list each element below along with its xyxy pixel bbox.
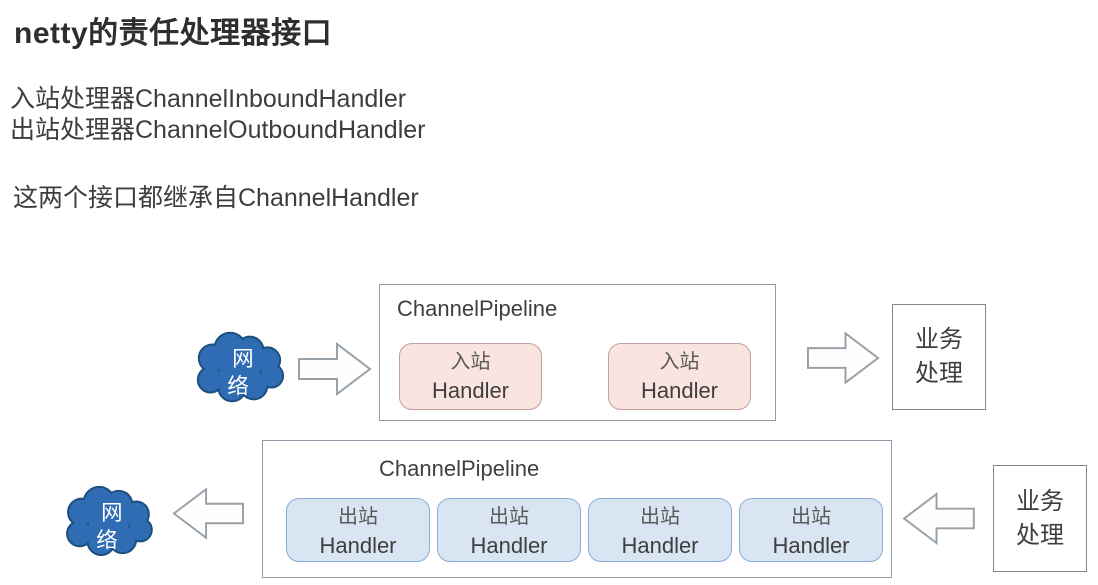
inbound-channel-pipeline-box: ChannelPipeline 入站 Handler 入站 Handler (379, 284, 776, 421)
pipeline-label: ChannelPipeline (379, 456, 540, 481)
outbound-handler-box: 出站 Handler (437, 498, 581, 562)
outbound-handler-box: 出站 Handler (286, 498, 430, 562)
pipeline-label: ChannelPipeline (397, 296, 558, 321)
cloud-label-line1: 网 (101, 501, 122, 525)
outbound-channel-pipeline-box: ChannelPipeline 出站 Handler 出站 Handler 出站… (262, 440, 892, 578)
handler-label-en: Handler (470, 533, 548, 558)
cloud-label-line1: 网 (232, 346, 254, 371)
business-logic-box: 业务 处理 (993, 465, 1087, 572)
handler-label-zh: 入站 (659, 351, 700, 373)
left-arrow-icon (902, 491, 975, 546)
business-label-line1: 业务 (1016, 487, 1064, 515)
handler-notes: 入站处理器ChannelInboundHandler 出站处理器ChannelO… (10, 84, 426, 146)
inbound-handler-box: 入站 Handler (608, 343, 751, 410)
note-inherit: 这两个接口都继承自ChannelHandler (13, 184, 419, 212)
handler-label-en: Handler (772, 533, 850, 558)
cloud-label-line2: 络 (96, 528, 117, 552)
cloud-label-line2: 络 (227, 373, 249, 398)
handler-label-zh: 入站 (450, 351, 491, 373)
note-outbound-handler: 出站处理器ChannelOutboundHandler (10, 116, 426, 144)
business-label-line1: 业务 (915, 326, 963, 353)
handler-label-en: Handler (431, 378, 510, 403)
left-arrow-icon (172, 487, 244, 540)
handler-label-zh: 出站 (489, 506, 529, 528)
business-label-line2: 处理 (915, 360, 963, 387)
note-inbound-handler: 入站处理器ChannelInboundHandler (10, 85, 407, 113)
right-arrow-icon (298, 341, 372, 397)
handler-label-en: Handler (640, 378, 719, 403)
business-logic-box: 业务 处理 (892, 304, 986, 410)
page-title: netty的责任处理器接口 (14, 17, 333, 50)
network-cloud-icon: 网 络 (66, 485, 153, 557)
handler-label-zh: 出站 (338, 506, 378, 528)
network-cloud-icon: 网 络 (196, 331, 285, 403)
outbound-handler-box: 出站 Handler (588, 498, 732, 562)
business-label-line2: 处理 (1016, 521, 1064, 549)
handler-label-zh: 出站 (791, 506, 831, 528)
outbound-handler-box: 出站 Handler (739, 498, 883, 562)
handler-label-zh: 出站 (640, 506, 680, 528)
handler-label-en: Handler (319, 533, 397, 558)
inbound-handler-box: 入站 Handler (399, 343, 542, 410)
right-arrow-icon (807, 331, 880, 385)
handler-label-en: Handler (621, 533, 699, 558)
